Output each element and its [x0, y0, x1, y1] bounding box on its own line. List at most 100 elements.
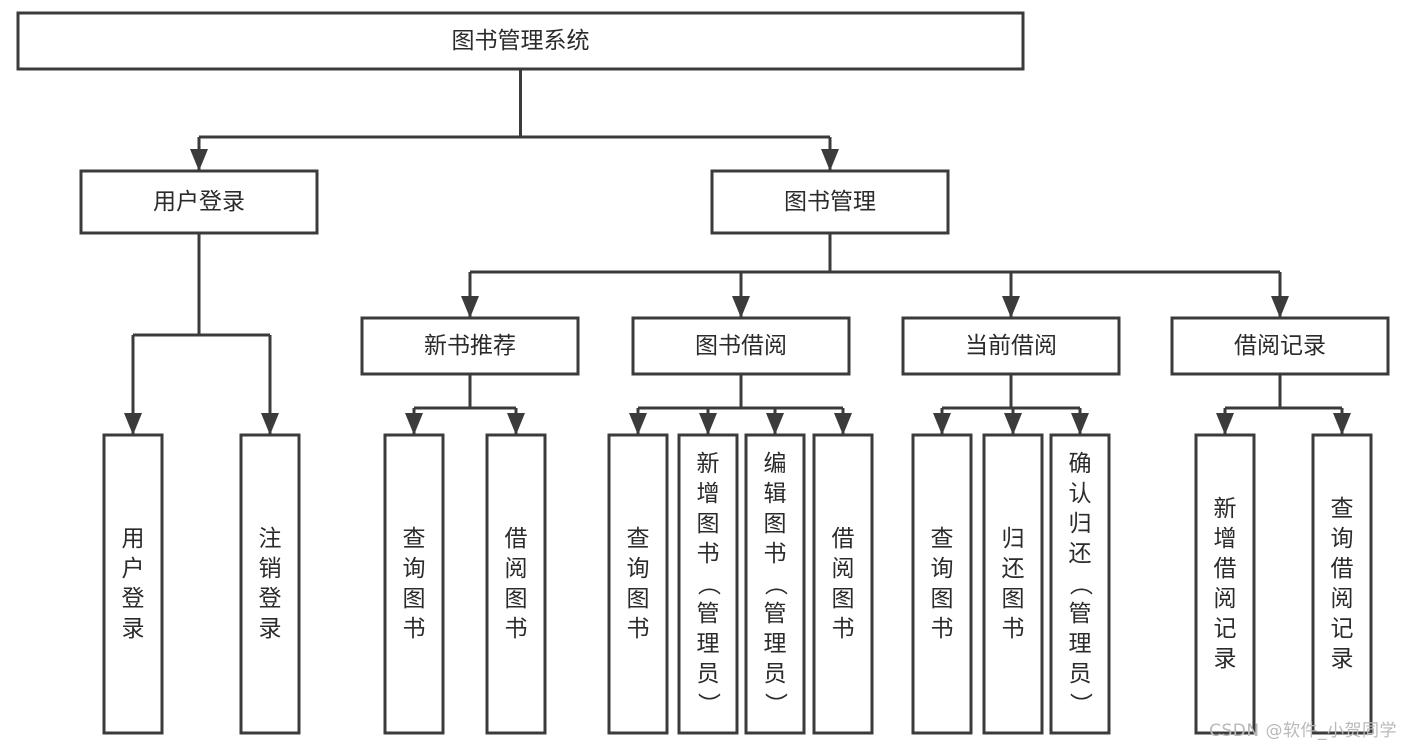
svg-text:借: 借: [1214, 556, 1237, 582]
svg-text:）: ）: [762, 693, 788, 716]
node-current-borrowing-box[interactable]: [901, 316, 1121, 376]
leaf-user-login-box[interactable]: [102, 433, 164, 735]
arrow-head-icon: [1004, 413, 1022, 435]
node-book-borrowing[interactable]: 图书借阅: [631, 316, 851, 376]
svg-text:管: 管: [697, 601, 720, 627]
svg-text:询: 询: [931, 556, 954, 582]
leaf-logout-box[interactable]: [239, 433, 301, 735]
node-current-borrowing-label: 当前借阅: [965, 333, 1057, 359]
node-user-login-label: 用户登录: [153, 189, 245, 215]
leaf-query-book-3-box[interactable]: [911, 433, 973, 735]
svg-text:录: 录: [122, 616, 145, 642]
svg-text:记: 记: [1214, 616, 1237, 642]
node-user-login[interactable]: 用户登录: [79, 169, 319, 235]
svg-text:理: 理: [697, 631, 720, 657]
node-new-book-recommendation[interactable]: 新书推荐: [360, 316, 580, 376]
leaf-borrow-book-1-box[interactable]: [485, 433, 547, 735]
arrow-head-icon: [834, 413, 852, 435]
leaf-query-book-1-box[interactable]: [383, 433, 445, 735]
svg-text:认: 认: [1069, 481, 1092, 507]
svg-text:图: 图: [505, 586, 528, 612]
arrow-head-icon: [507, 413, 525, 435]
node-book-management[interactable]: 图书管理: [710, 169, 950, 235]
arrow-head-icon: [261, 413, 279, 435]
leaf-query-book-2-box[interactable]: [607, 433, 669, 735]
svg-text:图: 图: [931, 586, 954, 612]
svg-text:注: 注: [259, 526, 282, 552]
leaf-confirm-return-box[interactable]: [1049, 433, 1111, 735]
svg-text:录: 录: [1331, 646, 1354, 672]
leaf-add-record-box[interactable]: [1194, 433, 1256, 735]
edges-layer: [124, 69, 1351, 435]
arrow-head-icon: [1271, 296, 1289, 318]
svg-text:阅: 阅: [505, 556, 528, 582]
leaf-user-login[interactable]: 用户登录: [102, 433, 164, 735]
watermark: CSDN @软件_小贺同学: [1209, 721, 1397, 741]
svg-text:用: 用: [122, 526, 145, 552]
arrow-head-icon: [1071, 413, 1089, 435]
svg-text:员: 员: [697, 661, 720, 687]
node-current-borrowing[interactable]: 当前借阅: [901, 316, 1121, 376]
arrow-head-icon: [699, 413, 717, 435]
svg-text:还: 还: [1069, 541, 1092, 567]
leaf-query-record-box[interactable]: [1311, 433, 1373, 735]
leaf-return-book-box[interactable]: [982, 433, 1044, 735]
node-new-book-recommendation-box[interactable]: [360, 316, 580, 376]
svg-text:增: 增: [1214, 526, 1237, 552]
node-borrowing-record-box[interactable]: [1170, 316, 1390, 376]
arrow-head-icon: [732, 296, 750, 318]
node-book-borrowing-box[interactable]: [631, 316, 851, 376]
svg-text:借: 借: [505, 526, 528, 552]
svg-text:录: 录: [1214, 646, 1237, 672]
svg-text:编: 编: [764, 451, 787, 477]
svg-text:阅: 阅: [832, 556, 855, 582]
svg-text:借: 借: [832, 526, 855, 552]
node-book-management-box[interactable]: [710, 169, 950, 235]
arrow-head-icon: [766, 413, 784, 435]
leaf-add-book-box[interactable]: [677, 433, 739, 735]
node-borrowing-record[interactable]: 借阅记录: [1170, 316, 1390, 376]
svg-text:归: 归: [1069, 511, 1092, 537]
node-user-login-box[interactable]: [79, 169, 319, 235]
svg-text:理: 理: [1069, 631, 1092, 657]
svg-text:归: 归: [1002, 526, 1025, 552]
node-root-book-management-system[interactable]: 图书管理系统: [16, 11, 1025, 71]
svg-text:借: 借: [1331, 556, 1354, 582]
arrow-head-icon: [1333, 413, 1351, 435]
svg-text:还: 还: [1002, 556, 1025, 582]
svg-text:图: 图: [697, 511, 720, 537]
svg-text:书: 书: [403, 616, 426, 642]
svg-text:书: 书: [627, 616, 650, 642]
svg-text:询: 询: [1331, 526, 1354, 552]
svg-text:查: 查: [931, 526, 954, 552]
svg-text:询: 询: [403, 556, 426, 582]
node-root-book-management-system-box[interactable]: [16, 11, 1025, 71]
svg-text:记: 记: [1331, 616, 1354, 642]
leaf-user-login-label: 用户登录: [122, 526, 145, 642]
arrow-head-icon: [933, 413, 951, 435]
svg-text:书: 书: [505, 616, 528, 642]
svg-text:销: 销: [259, 556, 282, 582]
leaf-edit-book-box[interactable]: [744, 433, 806, 735]
svg-text:书: 书: [697, 541, 720, 567]
leaf-borrow-book-2-box[interactable]: [812, 433, 874, 735]
